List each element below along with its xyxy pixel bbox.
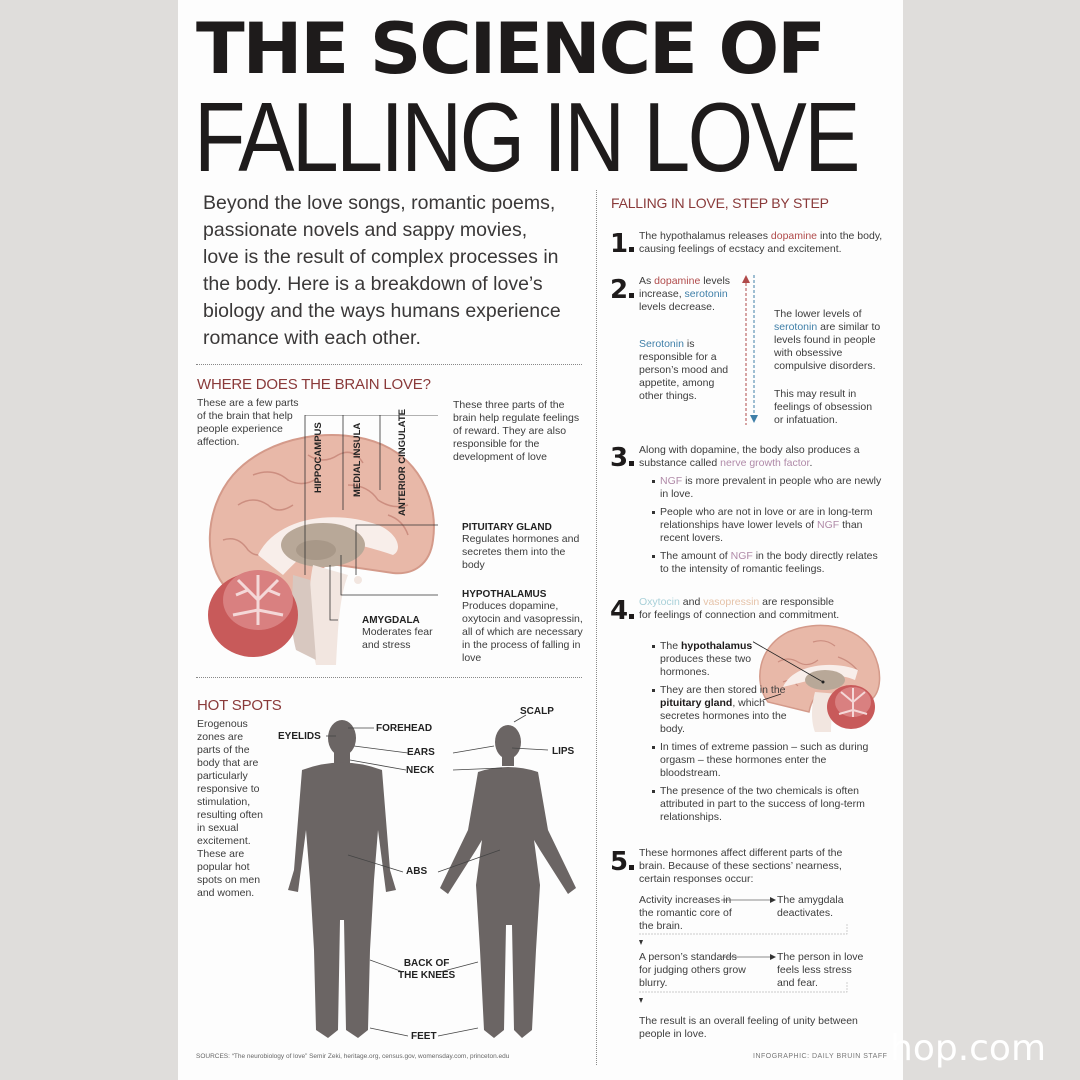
arrow-down-icon bbox=[639, 940, 643, 945]
section-divider bbox=[196, 364, 582, 365]
step-5-number: 5 bbox=[610, 849, 635, 875]
step-2-text-d: This may result in feelings of obsession… bbox=[774, 388, 873, 426]
amygdala-label: AMYGDALA bbox=[362, 615, 420, 626]
pituitary-gland-callout: PITUITARY GLAND Regulates hormones and s… bbox=[462, 522, 582, 572]
dopamine-serotonin-arrows bbox=[742, 275, 758, 425]
hypothalamus-desc: Produces dopamine, oxytocin and vasopres… bbox=[462, 600, 583, 664]
arrow-down-icon bbox=[639, 998, 643, 1003]
label-medial-insula: MEDIAL INSULA bbox=[352, 422, 363, 497]
step-4-text: Oxytocin and vasopressin are responsible… bbox=[639, 596, 840, 621]
infographic-page: THE SCIENCE OF FALLING IN LOVE Beyond th… bbox=[178, 0, 903, 1080]
label-forehead: FOREHEAD bbox=[376, 723, 433, 734]
list-item: The amount of NGF in the body directly r… bbox=[652, 550, 882, 576]
brain-section-heading: WHERE DOES THE BRAIN LOVE? bbox=[197, 376, 431, 393]
arrow-right-icon bbox=[770, 897, 776, 903]
list-item: They are then stored in the pituitary gl… bbox=[652, 684, 792, 736]
step-4-number: 4 bbox=[610, 598, 635, 624]
step-3-number: 3 bbox=[610, 445, 635, 471]
pituitary-gland-label: PITUITARY GLAND bbox=[462, 522, 552, 533]
step-3-text: Along with dopamine, the body also produ… bbox=[639, 444, 860, 469]
arrow-down-icon bbox=[750, 415, 758, 423]
step-2-text-b: Serotonin is responsible for a person’s … bbox=[639, 338, 729, 402]
small-brain-illustration bbox=[753, 624, 881, 732]
hypothalamus-label: HYPOTHALAMUS bbox=[462, 589, 547, 600]
reward-note: These three parts of the brain help regu… bbox=[453, 399, 580, 463]
hypothalamus-callout: HYPOTHALAMUS Produces dopamine, oxytocin… bbox=[462, 589, 590, 665]
list-item: The hypothalamus produces these two horm… bbox=[652, 640, 760, 679]
list-item: The presence of the two chemicals is oft… bbox=[652, 785, 882, 824]
male-silhouette bbox=[288, 720, 396, 1038]
label-abs: ABS bbox=[406, 866, 428, 877]
flow-standards-blurry: A person’s standards for judging others … bbox=[639, 951, 746, 989]
label-ears: EARS bbox=[407, 747, 435, 758]
female-silhouette bbox=[440, 725, 576, 1038]
step-4-bullets: The hypothalamus produces these two horm… bbox=[652, 640, 882, 829]
step-2-text-c: The lower levels of serotonin are simila… bbox=[774, 308, 881, 372]
label-lips: LIPS bbox=[552, 746, 575, 757]
brain-illustration bbox=[208, 415, 438, 665]
amygdala-desc: Moderates fear and stress bbox=[362, 626, 433, 651]
step-3-bullets: NGF is more prevalent in people who are … bbox=[652, 475, 882, 581]
list-item: NGF is more prevalent in people who are … bbox=[652, 475, 882, 501]
watermark: hop.com bbox=[890, 1028, 1047, 1069]
column-divider bbox=[596, 190, 597, 1065]
flow-amygdala-deactivates: The amygdala deactivates. bbox=[777, 894, 844, 919]
graphic-credit: INFOGRAPHIC: DAILY BRUIN STAFF bbox=[753, 1053, 888, 1060]
step-2-text-a: As dopamine levels increase, serotonin l… bbox=[639, 275, 731, 313]
arrow-right-icon bbox=[770, 954, 776, 960]
label-knees-line1: BACK OF bbox=[403, 958, 450, 969]
list-item: In times of extreme passion – such as du… bbox=[652, 741, 882, 780]
title-line-1: THE SCIENCE OF bbox=[196, 8, 826, 90]
step-1-text: The hypothalamus releases dopamine into … bbox=[639, 230, 883, 255]
brain-section-description: These are a few parts of the brain that … bbox=[197, 397, 299, 448]
title-line-2: FALLING IN LOVE bbox=[194, 82, 860, 192]
label-eyelids: EYELIDS bbox=[278, 731, 321, 742]
step-2-number: 2 bbox=[610, 277, 635, 303]
dopamine-highlight: dopamine bbox=[770, 230, 818, 242]
hot-spots-description: Erogenous zones are parts of the body th… bbox=[197, 718, 263, 899]
flow-diagram-arrows bbox=[639, 897, 848, 1003]
pituitary-gland-desc: Regulates hormones and secretes them int… bbox=[462, 533, 580, 571]
flow-result: The result is an overall feeling of unit… bbox=[639, 1015, 858, 1040]
list-item: People who are not in love or are in lon… bbox=[652, 506, 882, 545]
amygdala-callout: AMYGDALA Moderates fear and stress bbox=[362, 615, 452, 652]
label-knees-line2: THE KNEES bbox=[398, 970, 456, 981]
intro-paragraph: Beyond the love songs, romantic poems, p… bbox=[203, 192, 561, 349]
label-scalp: SCALP bbox=[520, 706, 554, 717]
label-neck: NECK bbox=[406, 765, 435, 776]
hot-spots-heading: HOT SPOTS bbox=[197, 697, 282, 714]
sources-footnote: SOURCES: “The neurobiology of love” Semi… bbox=[196, 1053, 510, 1060]
flow-activity-increases: Activity increases in the romantic core … bbox=[639, 894, 732, 932]
arrow-up-icon bbox=[742, 275, 750, 283]
steps-heading: FALLING IN LOVE, STEP BY STEP bbox=[611, 195, 829, 211]
label-feet: FEET bbox=[411, 1031, 437, 1042]
label-hippocampus: HIPPOCAMPUS bbox=[313, 422, 324, 493]
flow-less-stress: The person in love feels less stress and… bbox=[777, 951, 864, 989]
label-anterior-cingulate: ANTERIOR CINGULATE bbox=[397, 409, 408, 516]
step-1-number: 1 bbox=[610, 231, 635, 257]
body-silhouettes bbox=[288, 714, 576, 1038]
step-5-text: These hormones affect different parts of… bbox=[639, 847, 843, 885]
label-back-of-knees: BACK OF THE KNEES bbox=[398, 958, 455, 982]
section-divider bbox=[196, 677, 582, 678]
